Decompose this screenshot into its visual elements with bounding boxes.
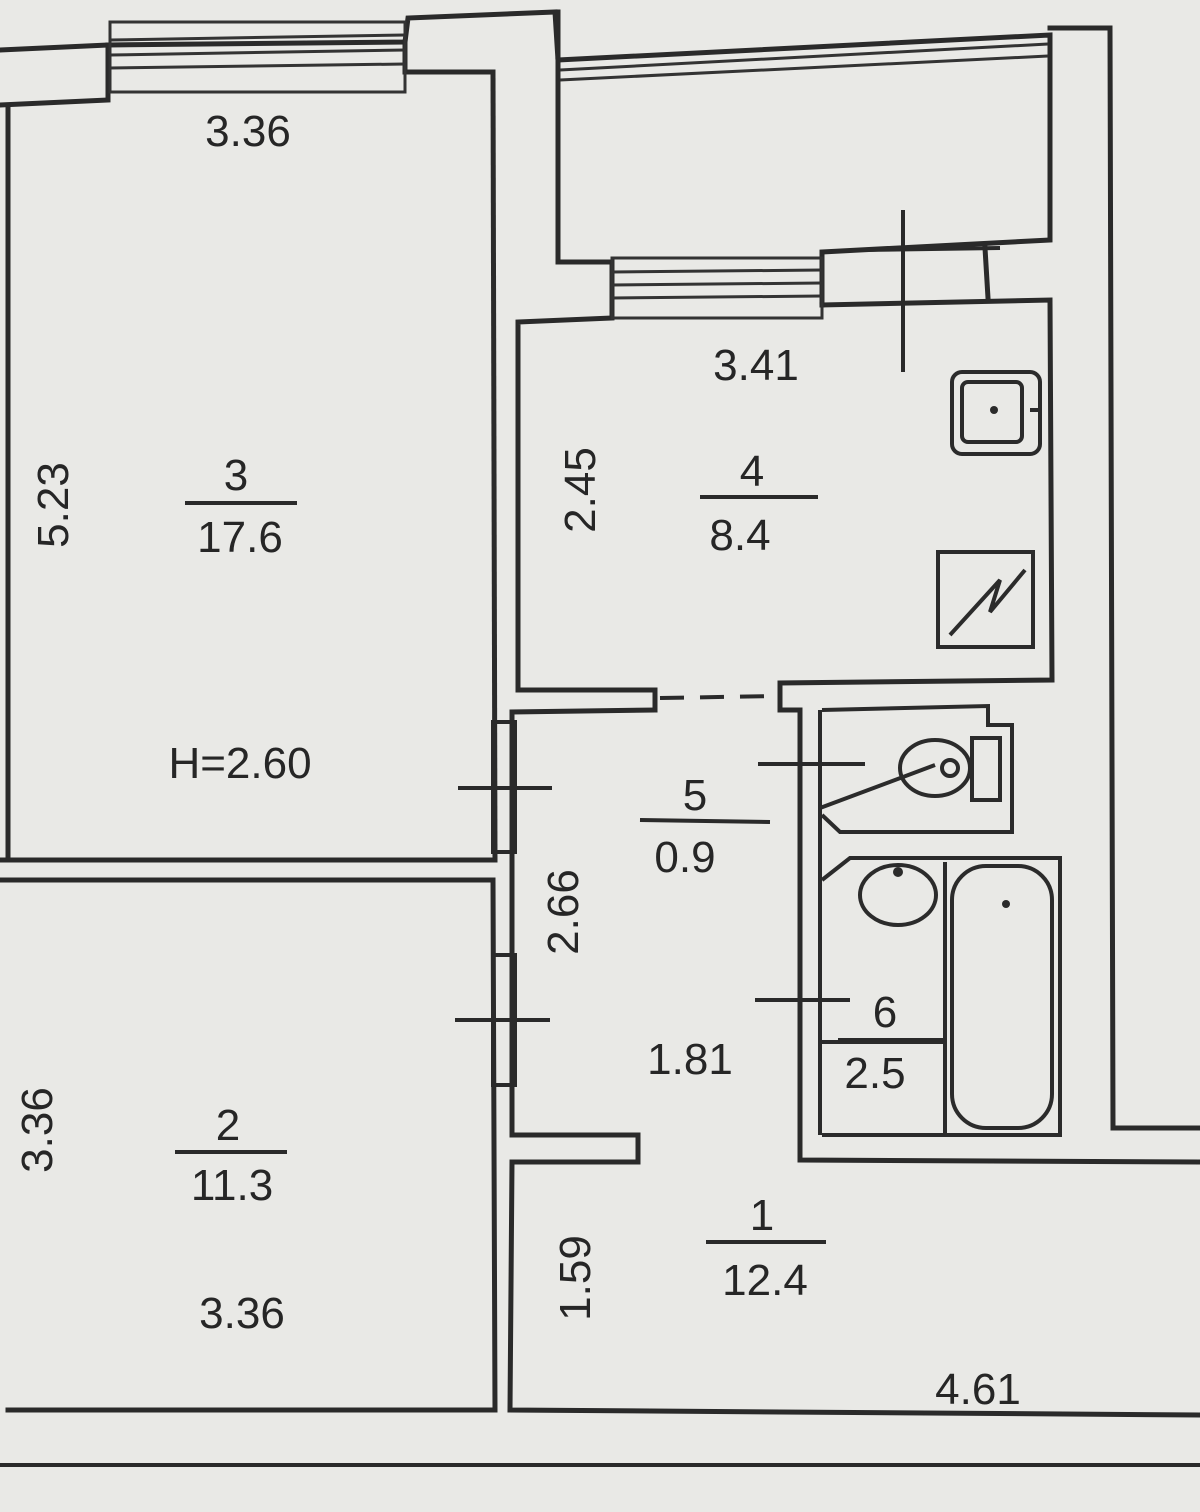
room-2-number: 2: [216, 1101, 240, 1150]
fraction-lines: [175, 495, 945, 1244]
room-3-area: 17.6: [197, 513, 283, 562]
room-4-length: 2.45: [556, 447, 605, 533]
washbasin-icon: [858, 863, 938, 927]
sink-icon: [950, 370, 1042, 456]
window-room-3: [108, 20, 407, 94]
room-3-number: 3: [224, 451, 248, 500]
room-2-area: 11.3: [191, 1161, 273, 1210]
room-3-length: 5.23: [29, 462, 78, 548]
window-balcony: [559, 42, 1049, 82]
ceiling-height: H=2.60: [168, 739, 311, 788]
room-4-width: 3.41: [713, 341, 799, 390]
room-1-length: 1.59: [551, 1235, 600, 1321]
room-1-area: 12.4: [722, 1256, 808, 1305]
corridor-width: 1.81: [647, 1035, 733, 1084]
toilet-icon: [819, 736, 1002, 810]
room-1-width: 4.61: [935, 1365, 1021, 1414]
corridor-length: 2.66: [539, 869, 588, 955]
stove-icon: [936, 550, 1035, 649]
window-room-4: [610, 256, 824, 320]
toilet-room-outline: [820, 703, 1014, 834]
room-6-area: 2.5: [844, 1049, 905, 1098]
room-3-width: 3.36: [205, 107, 291, 156]
door-marks: [455, 694, 865, 1135]
bathtub-icon: [950, 864, 1054, 1130]
room-6-number: 6: [873, 988, 897, 1037]
room-5-number: 5: [683, 771, 707, 820]
room-4-area: 8.4: [709, 511, 770, 560]
room-2-width: 3.36: [199, 1289, 285, 1338]
room-1-number: 1: [750, 1191, 774, 1240]
room-5-area: 0.9: [654, 833, 715, 882]
room-4-number: 4: [740, 447, 764, 496]
room-2-length: 3.36: [13, 1087, 62, 1173]
